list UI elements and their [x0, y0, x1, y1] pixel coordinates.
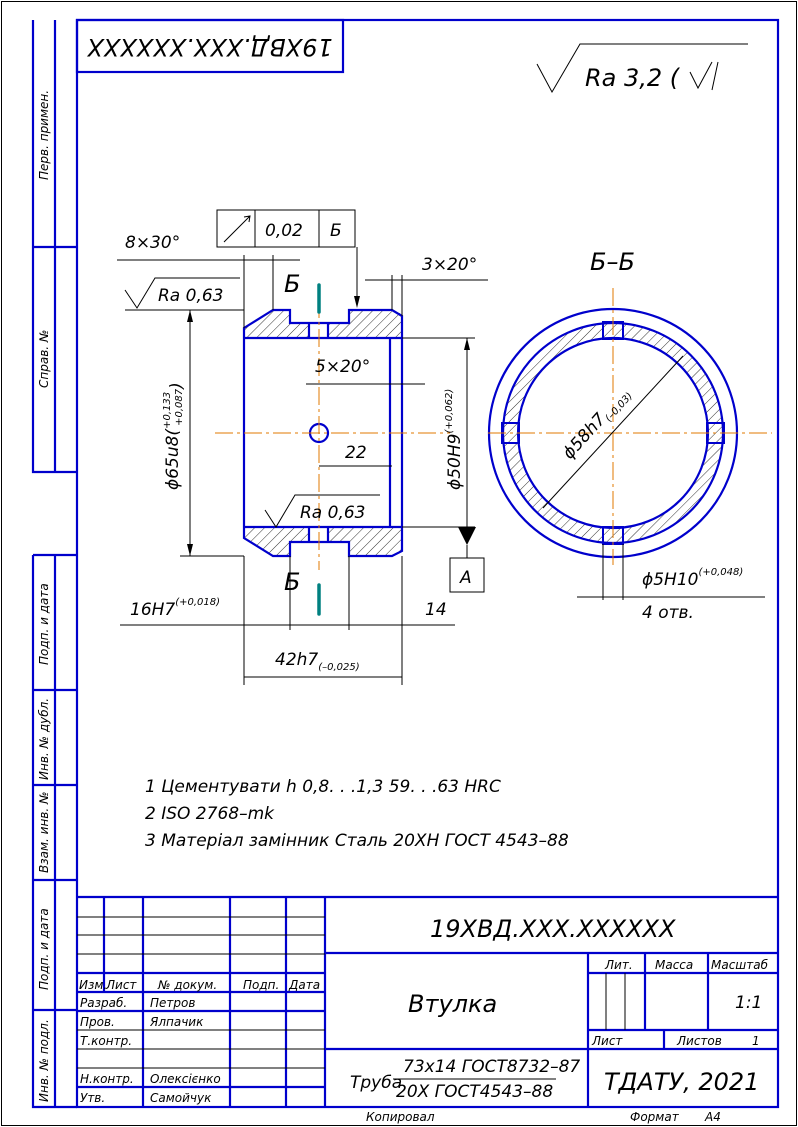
note: 1 Цементувати h 0,8. . .1,3 59. . .63 HR…	[145, 777, 501, 797]
strip-label: Инв. № подл.	[37, 1019, 51, 1102]
datum-box	[449, 557, 485, 593]
material-prefix: Труба	[350, 1073, 402, 1093]
note: 3 Матеріал замінник Сталь 20ХН ГОСТ 4543…	[145, 831, 569, 851]
check-mark-icon	[689, 61, 719, 91]
length-label: 42h7(–0,025)	[275, 650, 360, 673]
general-roughness: Ra 3,2 (	[536, 43, 748, 94]
material-top: 73x14 ГОСТ8732–87	[403, 1057, 580, 1077]
role: Пров.	[80, 1015, 115, 1029]
strip-label: Справ. №	[37, 330, 51, 388]
ra-top-label: Ra 0,63	[158, 286, 224, 306]
outer-dia-label: ϕ65u8(+0,133+0,087)	[162, 382, 187, 490]
part-name: Втулка	[408, 990, 497, 1018]
sheet-label: Лист	[591, 1034, 623, 1048]
drawing-frame	[75, 18, 780, 1109]
tolerance-datum: Б	[330, 221, 342, 241]
material-bottom: 20Х ГОСТ4543–88	[396, 1082, 553, 1102]
main-view: 0,02 Б 8×30° 3×20° 5×20° Ra 0,63 Ra 0,63…	[117, 209, 488, 685]
dim-14-label: 14	[425, 600, 447, 620]
strip-label: Перв. примен.	[37, 90, 51, 180]
section-mark-bottom: Б	[284, 568, 300, 596]
person: Олексієнко	[150, 1072, 221, 1086]
header-list: Лист	[105, 978, 137, 992]
role: Разраб.	[80, 996, 127, 1010]
format-value: A4	[704, 1110, 721, 1124]
lit-label: Лит.	[604, 958, 633, 972]
section-mark-top: Б	[284, 270, 300, 298]
strip-label: Взам. инв. №	[37, 792, 51, 873]
header-sign: Подп.	[243, 978, 279, 992]
sheets-label: Листов	[676, 1034, 722, 1048]
role: Т.контр.	[80, 1034, 132, 1048]
strip-label: Подп. и дата	[37, 583, 51, 665]
datum-triangle-icon	[458, 527, 476, 545]
strip-label: Подп. и дата	[37, 908, 51, 990]
role: Н.контр.	[80, 1072, 134, 1086]
strip-label: Инв. № дубл.	[37, 698, 51, 780]
format-label: Формат	[630, 1110, 680, 1124]
header-izm: Изм.	[79, 978, 107, 992]
top-stamp	[75, 18, 345, 74]
title-block: 19ХВД.XXX.XXXXXX Втулка Изм. Лист № доку…	[77, 895, 778, 1124]
technical-notes: 1 Цементувати h 0,8. . .1,3 59. . .63 HR…	[145, 777, 569, 851]
hole-dia-label: ϕ5H10(+0,048)	[642, 567, 743, 590]
mass-label: Масса	[655, 958, 693, 972]
header-doc: № докум.	[157, 978, 217, 992]
top-stamp-text: 19ХВД.XXX.XXXXXX	[87, 33, 333, 61]
section-dia-label: ϕ58h7(–0,03)	[559, 383, 635, 464]
side-strip: Перв. примен. Справ. № Подп. и дата Инв.…	[31, 20, 77, 1109]
note: 2 ISO 2768–mk	[145, 804, 275, 824]
section-title: Б–Б	[590, 248, 635, 276]
person: Петров	[150, 996, 195, 1010]
person: Самойчук	[150, 1091, 212, 1105]
chamfer-right-label: 3×20°	[422, 255, 477, 275]
sheets-value: 1	[752, 1034, 760, 1048]
person: Ялпачик	[149, 1015, 204, 1029]
role: Утв.	[80, 1091, 105, 1105]
ra-bottom-label: Ra 0,63	[300, 503, 366, 523]
chamfer-left-label: 8×30°	[125, 233, 180, 253]
section-view: Б–Б ϕ58h7(–0,03) ϕ5H10(+0,048) 4 отв.	[487, 248, 772, 623]
datum-label: A	[459, 568, 472, 588]
tolerance-value: 0,02	[265, 221, 303, 241]
hole-count-label: 4 отв.	[642, 603, 694, 623]
chamfer-inner-label: 5×20°	[315, 357, 370, 377]
roughness-text: Ra 3,2 (	[585, 64, 681, 92]
header-date: Дата	[288, 978, 320, 992]
inner-dia-label: ϕ50H9(+0,062)	[444, 389, 465, 490]
copied-label: Копировал	[366, 1110, 435, 1124]
organization: ТДАТУ, 2021	[604, 1068, 759, 1096]
dim-22-label: 22	[345, 443, 367, 463]
groove-width-label: 16H7(+0,018)	[130, 597, 220, 620]
designation: 19ХВД.XXX.XXXXXX	[430, 915, 676, 943]
tolerance-frame: 0,02 Б	[216, 209, 360, 308]
scale-label: Масштаб	[711, 958, 769, 972]
scale-value: 1:1	[735, 993, 762, 1013]
